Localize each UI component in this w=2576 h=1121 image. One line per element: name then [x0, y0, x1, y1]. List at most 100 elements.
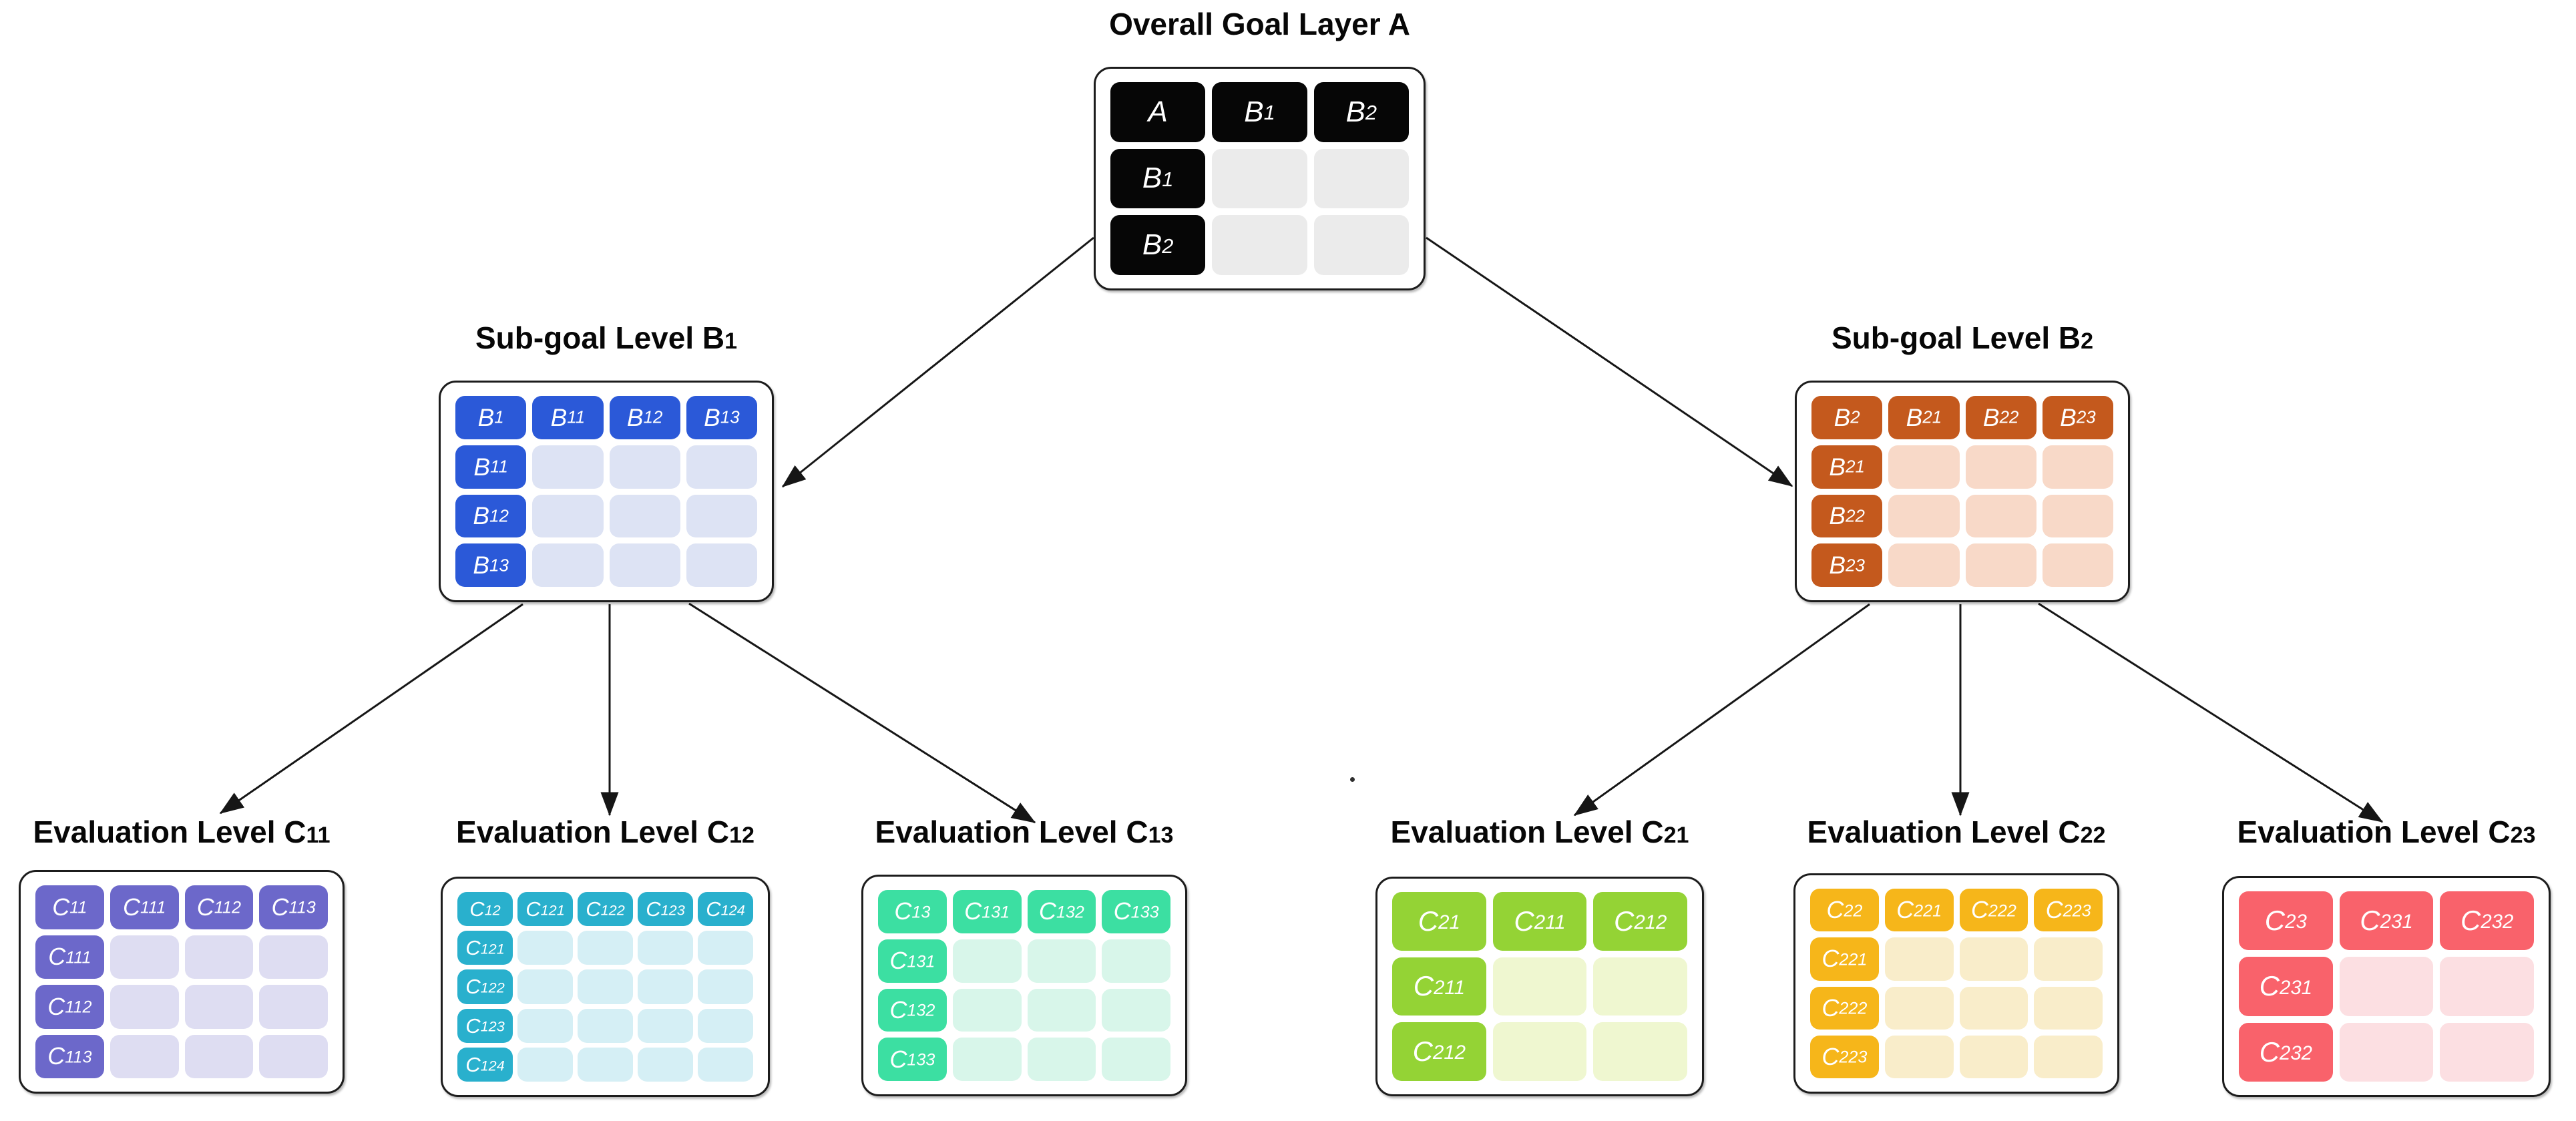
empty-cell [609, 445, 680, 489]
empty-cell [1884, 937, 1954, 981]
empty-cell [532, 494, 604, 538]
cell-label-main: C [525, 897, 541, 921]
arrow-A-to-B1 [781, 236, 1094, 488]
cell-label-main: C [706, 897, 721, 921]
cell-label-subscript: 23 [2285, 911, 2307, 933]
cell-label-main: B [477, 403, 495, 431]
empty-cell [698, 931, 753, 965]
empty-cell [1965, 543, 2036, 587]
title-symbol: C [2058, 815, 2081, 849]
cell-label-subscript: 212 [1432, 1042, 1466, 1064]
empty-cell [1959, 937, 2028, 981]
empty-cell [952, 1038, 1022, 1081]
cell-label-main: B [704, 403, 720, 431]
empty-cell [2440, 957, 2534, 1016]
empty-cell [686, 494, 757, 538]
cell-label-subscript: 131 [982, 903, 1010, 922]
cell-label-subscript: 22 [1844, 901, 1863, 921]
title-text: Evaluation Level [1807, 815, 2059, 849]
cell-label-main: C [1970, 896, 1988, 924]
cell-label-main: B [473, 502, 490, 530]
empty-cell [259, 935, 328, 979]
empty-cell [2042, 543, 2113, 587]
empty-cell [1027, 939, 1096, 983]
empty-cell [1965, 494, 2036, 538]
empty-cell [1884, 986, 1954, 1030]
empty-cell [532, 445, 604, 489]
cell-label-main: C [889, 1045, 907, 1073]
cell-label-main: C [894, 897, 912, 925]
empty-cell [1492, 1022, 1587, 1081]
cell-label-subscript: 231 [2279, 976, 2313, 999]
empty-cell [1884, 1035, 1954, 1078]
cell-label-main: C [586, 897, 601, 921]
cell-label-main: B [1142, 228, 1162, 262]
cell-label-subscript: 22 [1999, 408, 2019, 427]
cell-label-main: C [52, 893, 70, 921]
empty-cell [578, 969, 633, 1004]
empty-cell [578, 931, 633, 965]
cell-label-main: C [2259, 970, 2280, 1002]
title-symbol: A [1387, 7, 1410, 41]
arrow-B1-to-C13 [688, 602, 1036, 824]
empty-cell [1888, 494, 1960, 538]
cell-label-main: C [465, 975, 481, 999]
empty-cell [184, 985, 254, 1029]
cell-label-main: C [2360, 905, 2380, 937]
cell-label-subscript: 11 [567, 408, 586, 427]
cell-label-subscript: 11 [69, 898, 87, 917]
title-symbol: C [706, 815, 730, 849]
title-text: Evaluation Level [2237, 815, 2489, 849]
empty-cell [638, 1008, 693, 1043]
cell-label-subscript: 212 [1634, 911, 1667, 933]
cell-label-subscript: 1 [494, 408, 504, 427]
cell-label-main: C [1113, 897, 1131, 925]
empty-cell [1959, 986, 2028, 1030]
empty-cell [517, 1008, 573, 1043]
cell-label-main: C [469, 897, 485, 921]
title-symbol: C [1126, 815, 1148, 849]
cell-label-main: B [1829, 502, 1846, 530]
cell-label-subscript: 121 [480, 940, 505, 957]
empty-cell [1027, 988, 1096, 1032]
empty-cell [686, 543, 757, 587]
cell-label-subscript: 23 [1846, 556, 1865, 576]
empty-cell [1102, 1038, 1170, 1081]
cell-label-main: C [964, 897, 982, 925]
cell-label-main: B [1906, 403, 1923, 431]
title-symbol: C [284, 815, 306, 849]
cell-label-subscript: 231 [2380, 911, 2413, 933]
cell-label-subscript: 221 [1914, 901, 1942, 921]
matrix-title-C21: Evaluation Level C21 [1273, 815, 1807, 853]
cell-label-main: C [646, 897, 661, 921]
cell-label-main: C [2259, 1036, 2280, 1068]
title-symbol: C [2488, 815, 2511, 849]
matrix-title-C22: Evaluation Level C22 [1689, 815, 2223, 853]
